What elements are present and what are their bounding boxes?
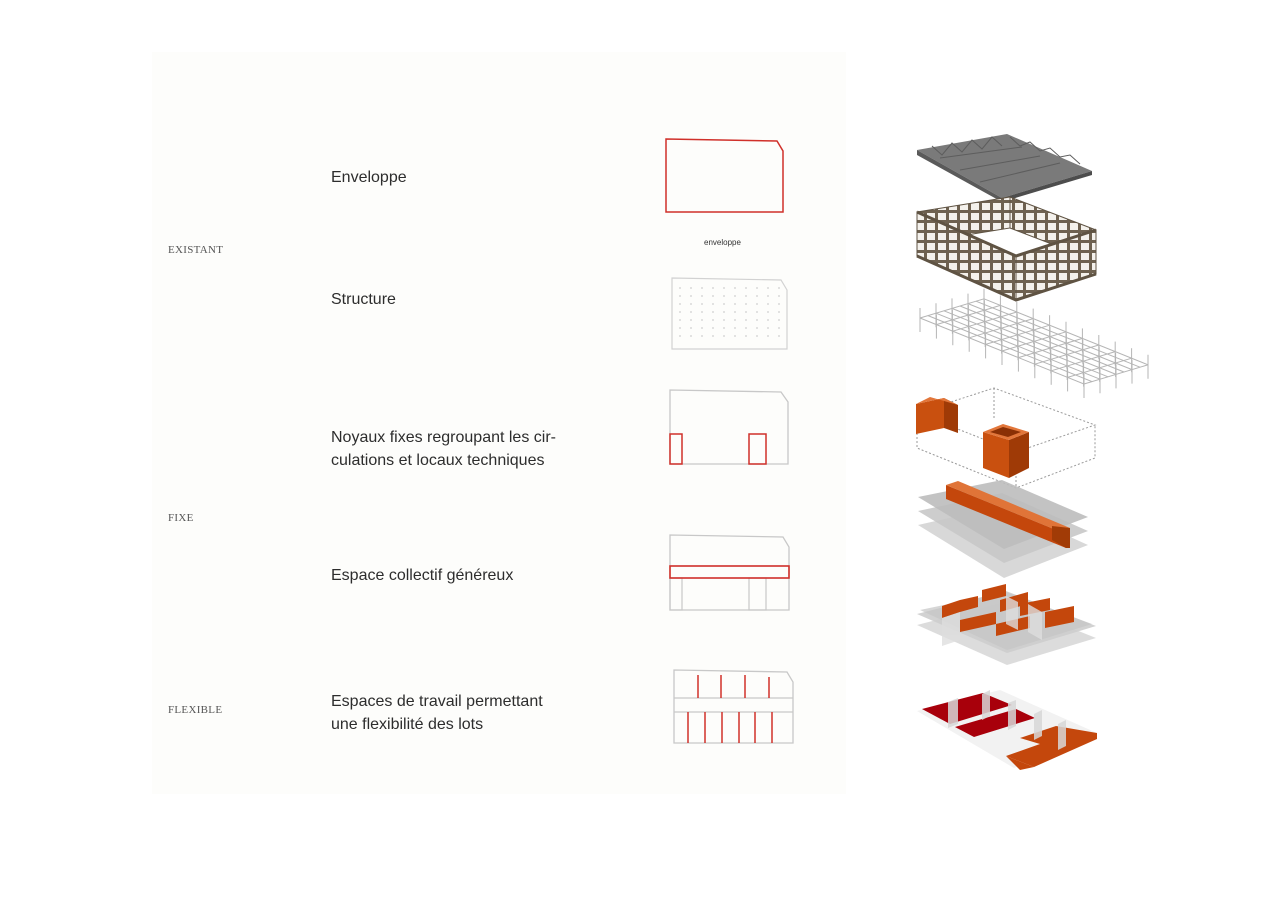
column-dot: [767, 319, 769, 321]
column-dot: [701, 311, 703, 313]
column-dot: [756, 319, 758, 321]
column-dot: [723, 319, 725, 321]
column-dot: [745, 335, 747, 337]
column-dot: [745, 327, 747, 329]
column-dot: [690, 319, 692, 321]
column-dot: [712, 311, 714, 313]
column-dot: [734, 311, 736, 313]
column-dot: [756, 335, 758, 337]
column-dot: [756, 327, 758, 329]
column-dot: [767, 335, 769, 337]
column-dot: [679, 327, 681, 329]
column-dot: [701, 303, 703, 305]
column-dot: [723, 327, 725, 329]
column-dot: [767, 327, 769, 329]
plan-espaces-travail: [673, 669, 794, 744]
plan-caption-enveloppe: enveloppe: [704, 238, 741, 247]
axo-workspaces: [917, 584, 1096, 665]
column-dot: [734, 319, 736, 321]
plan-enveloppe: [665, 138, 784, 213]
column-dot: [734, 327, 736, 329]
column-dot: [690, 303, 692, 305]
axo-facade-frame: [916, 196, 1097, 302]
column-dot: [701, 295, 703, 297]
label-espace-collectif: Espace collectif généreux: [331, 567, 514, 584]
core-right: [748, 433, 767, 465]
column-dot: [712, 335, 714, 337]
plan-espace-collectif: [669, 534, 790, 611]
column-dot: [712, 295, 714, 297]
column-dot: [723, 311, 725, 313]
label-structure: Structure: [331, 291, 396, 308]
category-existant: EXISTANT: [168, 244, 224, 256]
axo-structure-grid: [919, 288, 1149, 398]
column-dot: [778, 319, 780, 321]
column-dot: [756, 311, 758, 313]
column-dot: [778, 287, 780, 289]
column-dot: [679, 287, 681, 289]
column-dot: [723, 303, 725, 305]
column-dot: [701, 287, 703, 289]
column-dot: [778, 311, 780, 313]
column-dot: [745, 303, 747, 305]
column-dot: [734, 303, 736, 305]
column-dot: [745, 295, 747, 297]
axo-roof: [917, 134, 1092, 202]
column-dot: [745, 311, 747, 313]
plan-noyaux: [669, 389, 789, 465]
column-dot: [690, 295, 692, 297]
column-dot: [701, 327, 703, 329]
core-left: [669, 433, 683, 465]
column-dot: [701, 319, 703, 321]
column-dot: [756, 287, 758, 289]
column-dot: [690, 311, 692, 313]
column-dot: [767, 295, 769, 297]
axo-collective-space: [918, 480, 1088, 578]
column-dot: [723, 335, 725, 337]
category-flexible: FLEXIBLE: [168, 704, 223, 716]
label-espaces-travail: Espaces de travail permettant une flexib…: [331, 693, 543, 733]
category-fixe: FIXE: [168, 512, 194, 524]
column-dot: [679, 335, 681, 337]
column-dot: [767, 303, 769, 305]
column-dot: [679, 303, 681, 305]
label-enveloppe: Enveloppe: [331, 169, 407, 186]
column-dot: [767, 311, 769, 313]
column-dot: [778, 295, 780, 297]
column-dot: [701, 335, 703, 337]
axo-cores: [915, 387, 1097, 489]
column-dot: [756, 295, 758, 297]
column-dot: [679, 319, 681, 321]
column-dot: [756, 303, 758, 305]
column-dot: [690, 335, 692, 337]
column-dot: [734, 287, 736, 289]
column-dot: [712, 303, 714, 305]
column-dot: [690, 287, 692, 289]
column-dot: [734, 295, 736, 297]
column-dot: [767, 287, 769, 289]
column-dot: [712, 319, 714, 321]
diagram-panel: [152, 52, 846, 794]
collective-band: [669, 565, 790, 579]
column-dot: [679, 311, 681, 313]
column-dot: [712, 327, 714, 329]
column-dot: [712, 287, 714, 289]
column-dot: [745, 319, 747, 321]
column-dot: [778, 327, 780, 329]
column-dot: [745, 287, 747, 289]
column-dot: [778, 303, 780, 305]
column-dot: [734, 335, 736, 337]
plan-structure: [671, 277, 788, 350]
column-dot: [778, 335, 780, 337]
column-dot: [723, 295, 725, 297]
axo-ground-floor: [917, 690, 1097, 770]
column-dot: [723, 287, 725, 289]
column-dot: [690, 327, 692, 329]
label-noyaux: Noyaux fixes regroupant les cir- culatio…: [331, 429, 556, 469]
column-dot: [679, 295, 681, 297]
